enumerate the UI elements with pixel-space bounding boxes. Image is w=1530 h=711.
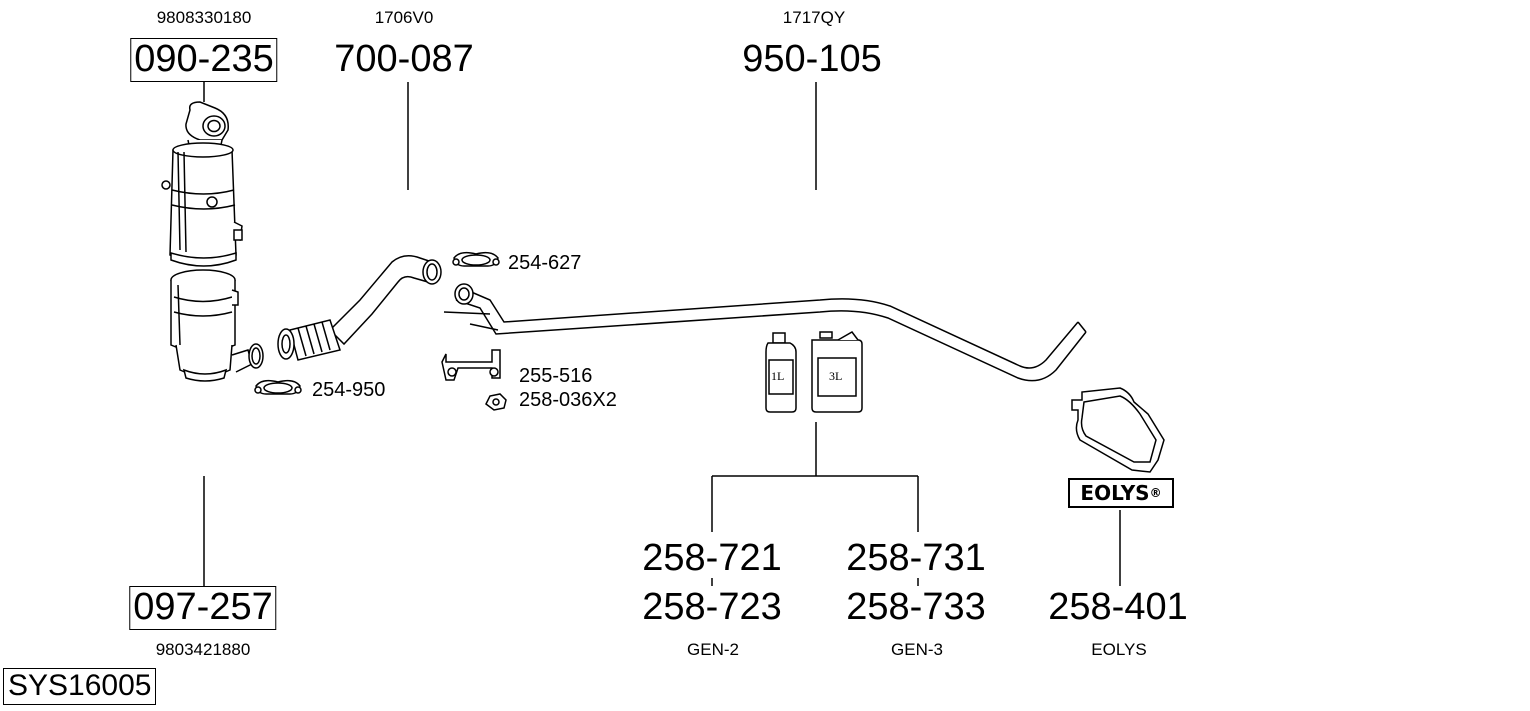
fitting-ref-254-627[interactable]: 254-627 xyxy=(508,252,582,274)
oem-ref-097-257: 9803421880 xyxy=(155,640,251,659)
fluid-bottle-1l-drawing xyxy=(765,332,797,413)
leader-fluids xyxy=(711,422,919,586)
part-number-258-723[interactable]: 258-723 xyxy=(642,586,782,628)
eolys-logo-registered-mark: ® xyxy=(1149,486,1162,500)
oem-ref-090-235: 9808330180 xyxy=(156,8,252,27)
part-number-950-105[interactable]: 950-105 xyxy=(742,38,882,80)
part-number-700-087[interactable]: 700-087 xyxy=(334,38,474,80)
part-number-097-257[interactable]: 097-257 xyxy=(129,586,277,630)
system-code: SYS16005 xyxy=(3,668,157,705)
fitting-ref-258-036x2[interactable]: 258-036X2 xyxy=(519,389,617,411)
fluid-bottle-size-label: 1L xyxy=(771,369,785,383)
catalyst-bottom-drawing xyxy=(170,269,264,382)
oem-ref-950-105: 1717QY xyxy=(782,8,846,27)
part-number-258-733[interactable]: 258-733 xyxy=(846,586,986,628)
fitting-ref-255-516[interactable]: 255-516 xyxy=(519,365,593,387)
part-number-090-235[interactable]: 090-235 xyxy=(130,38,278,82)
group-label-gen3: GEN-3 xyxy=(891,640,943,659)
group-label-gen2: GEN-2 xyxy=(687,640,739,659)
part-number-258-731[interactable]: 258-731 xyxy=(846,537,986,579)
oem-ref-700-087: 1706V0 xyxy=(374,8,434,27)
eolys-logo: EOLYS® xyxy=(1068,478,1174,508)
fluid-can-size-label: 3L xyxy=(829,369,843,383)
eolys-bag-drawing xyxy=(1071,387,1165,473)
nut-drawing xyxy=(485,393,507,411)
catalyst-top-drawing xyxy=(161,101,243,267)
rubber-mount-drawing xyxy=(441,349,501,381)
clamp-254-950-drawing xyxy=(254,379,302,395)
fitting-ref-254-950[interactable]: 254-950 xyxy=(312,379,386,401)
group-label-eolys: EOLYS xyxy=(1091,640,1147,659)
fluid-can-3l-drawing xyxy=(811,331,863,413)
clamp-254-627-drawing xyxy=(452,251,500,267)
eolys-logo-text: EOLYS xyxy=(1080,481,1150,505)
part-number-258-721[interactable]: 258-721 xyxy=(642,537,782,579)
front-pipe-drawing xyxy=(277,255,442,361)
tail-pipe-drawing xyxy=(443,283,1087,382)
part-number-258-401[interactable]: 258-401 xyxy=(1048,586,1188,628)
